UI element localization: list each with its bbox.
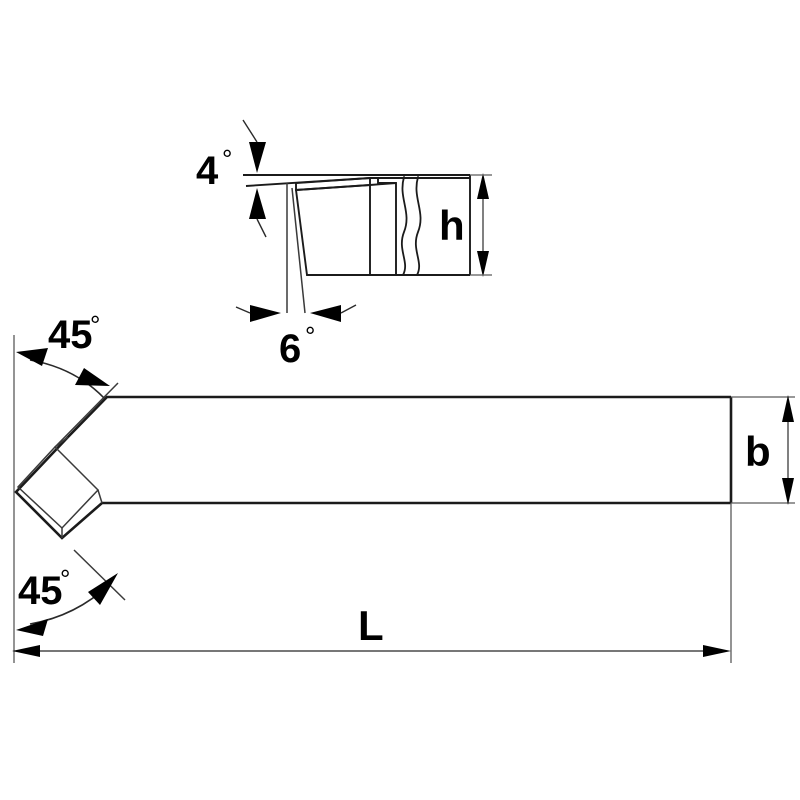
break-line-right [414,176,422,276]
angle-bottom-arrow-end [88,573,118,605]
insert-detail-view: h 4 ° 6 ° [196,119,492,371]
approach-angle-bottom-value: 45 [18,569,63,613]
dimension-rake-4deg: 4 ° [196,119,267,238]
detail-shank-seat [369,181,397,276]
tool-side-view: 45 ° 45 ° b [12,310,795,663]
clearance-arrow-left [250,305,281,322]
clearance-angle-degree-symbol: ° [305,321,315,351]
approach-angle-top-value: 45 [48,313,93,357]
detail-shank-step [370,177,396,184]
b-label: b [745,428,771,475]
upper-chamfer-extension [54,382,119,448]
detail-clearance-flank-line [291,187,306,314]
dimension-h: h [439,173,492,277]
dimension-clearance-6deg: 6 ° [235,304,357,371]
dimension-approach-angle-top: 45 ° [16,310,110,399]
dimension-approach-angle-bottom: 45 ° [16,564,118,636]
tip-insert-seat-line [97,489,103,504]
tip-insert-top-join [54,436,69,448]
rake-leader-lower [256,218,267,238]
clearance-leader-right [340,304,357,314]
rake-angle-value: 4 [196,149,219,193]
angle-bottom-arrow-start [16,619,48,636]
approach-angle-top-degree-symbol: ° [90,310,100,340]
angle-top-arrow-start [16,348,48,366]
b-arrow-top [782,395,794,422]
clearance-leader-left [235,306,251,314]
clearance-arrow-right [310,305,341,322]
h-arrow-bottom [477,251,489,277]
rake-arrow-lower [249,188,266,219]
rake-arrow-upper [249,142,266,173]
lower-chamfer-extension [73,549,126,601]
dimension-L: L [12,503,732,663]
L-arrow-left [12,645,40,657]
L-arrow-right [703,645,731,657]
break-line-left [400,176,408,276]
clearance-angle-value: 6 [279,327,301,371]
rake-leader-upper [242,119,258,143]
approach-angle-bottom-degree-symbol: ° [60,564,70,594]
L-label: L [358,602,384,649]
h-label: h [439,202,465,249]
h-arrow-top [477,173,489,199]
rake-angle-degree-symbol: ° [222,144,232,174]
b-arrow-bottom [782,478,794,505]
dimension-b: b [731,395,795,505]
angle-top-arrow-end [75,368,110,386]
